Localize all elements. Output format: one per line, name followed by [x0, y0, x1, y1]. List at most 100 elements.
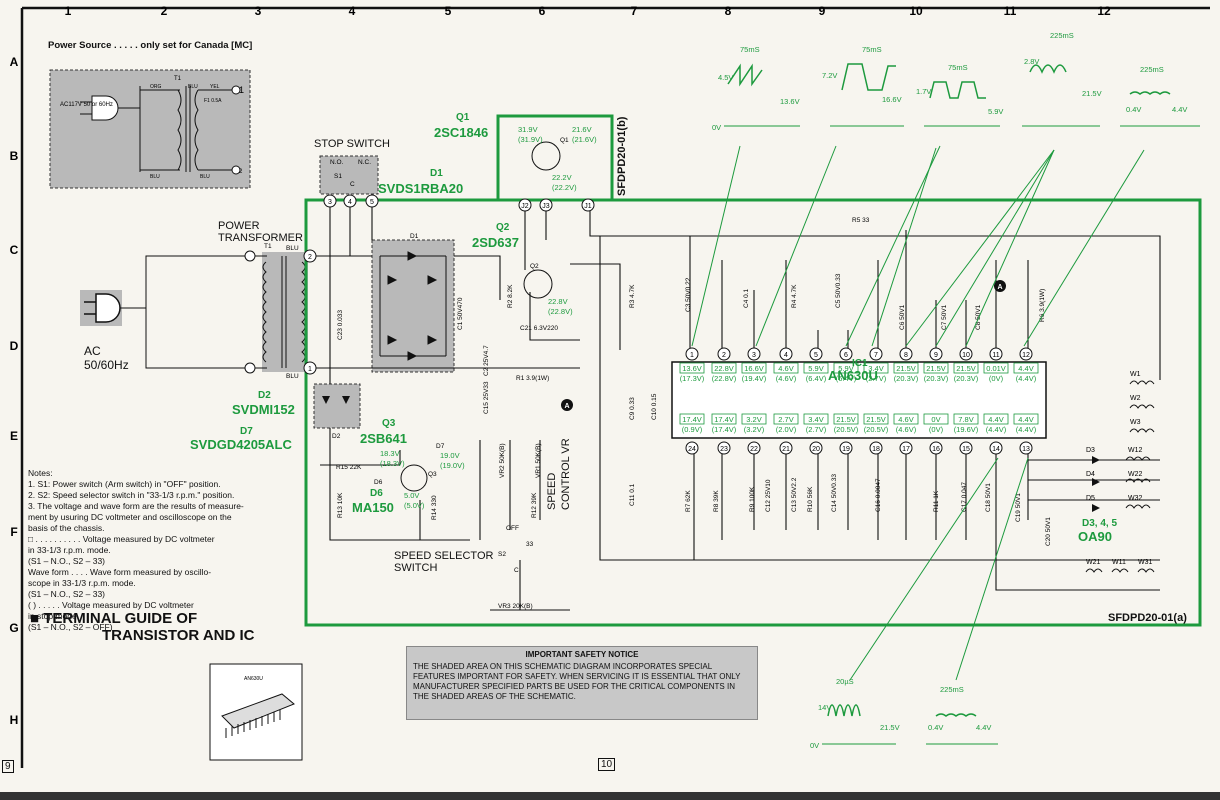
ic-pin: [899, 441, 913, 455]
svg-text:C17 0.047: C17 0.047: [961, 482, 968, 512]
svg-text:D6: D6: [374, 479, 383, 486]
svg-text:33: 33: [526, 541, 534, 548]
pin-voltage-stop: (2.0V): [776, 425, 797, 434]
node-a-marker: [561, 399, 573, 411]
voltage-box: [773, 362, 799, 374]
svg-text:75mS: 75mS: [740, 45, 760, 54]
waveform-labels: 75mS 4.5V 13.6V 0V 75mS 7.2V 16.6V 75mS …: [712, 31, 1187, 750]
ic-pin-number: 3: [752, 352, 756, 359]
transformer-label-1: POWER: [218, 220, 260, 232]
pin-voltage: 4.4V: [1018, 364, 1033, 373]
svg-text:N.O.: N.O.: [330, 159, 344, 166]
ic-pin-number: 10: [962, 352, 970, 359]
q1-ref: Q1: [456, 112, 470, 123]
svg-text:W22: W22: [1128, 471, 1143, 478]
svg-text:W2: W2: [1130, 395, 1141, 402]
ic-pin-number: 6: [844, 352, 848, 359]
ic-pin-number: 13: [1022, 446, 1030, 453]
svg-text:R3 4.7K: R3 4.7K: [629, 284, 636, 308]
svg-text:5.0V: 5.0V: [404, 491, 419, 500]
speed-selector-label-1: SPEED SELECTOR: [394, 550, 494, 562]
ic-pin: [717, 347, 731, 361]
power-transformer: [244, 250, 308, 374]
q1-part: 2SC1846: [434, 125, 489, 140]
svg-text:18.3V: 18.3V: [380, 449, 400, 458]
svg-text:BLU: BLU: [200, 174, 210, 180]
ic-pin: [1019, 441, 1033, 455]
svg-text:YEL: YEL: [210, 84, 220, 90]
ic-pin: [685, 441, 699, 455]
svg-text:R4 4.7K: R4 4.7K: [791, 284, 798, 308]
svg-text:W32: W32: [1128, 495, 1143, 502]
column-label: 1: [65, 4, 72, 18]
ic-pin: [929, 347, 943, 361]
board-a-label: SFDPD20-01(a): [1108, 612, 1187, 624]
pin-voltage: 16.6V: [744, 364, 764, 373]
pin-voltage-stop: (17.3V): [680, 374, 705, 383]
terminal-guide-line-2: TRANSISTOR AND IC: [102, 627, 255, 644]
svg-text:C7 50V1: C7 50V1: [941, 304, 948, 330]
voltage-box: [833, 413, 859, 425]
d345-part: OA90: [1078, 529, 1112, 544]
svg-text:C4 0.1: C4 0.1: [743, 288, 750, 308]
ic-pin: [747, 441, 761, 455]
ic-pin-number: 22: [750, 446, 758, 453]
row-label: A: [10, 55, 19, 69]
ic-pin-number: 14: [992, 446, 1000, 453]
voltage-box: [741, 413, 767, 425]
q3-ref: Q3: [382, 418, 396, 429]
terminal-labels: J2 J3 J1 3 4 5 2 1: [308, 199, 592, 373]
voltage-box: [893, 362, 919, 374]
pin-voltage: 3.4V: [868, 364, 883, 373]
safety-notice: IMPORTANT SAFETY NOTICE THE SHADED AREA …: [406, 646, 758, 720]
voltage-box: [863, 413, 889, 425]
pin-voltage-stop: (20.3V): [924, 374, 949, 383]
svg-text:4.5V: 4.5V: [718, 73, 733, 82]
pin-voltage-stop: (2.7V): [866, 374, 887, 383]
q3-part: 2SB641: [360, 431, 407, 446]
column-label: 3: [255, 4, 262, 18]
svg-text:(22.2V): (22.2V): [552, 183, 577, 192]
terminal-guide-line-1: TERMINAL GUIDE OF: [43, 610, 198, 627]
svg-text:BLU: BLU: [286, 245, 299, 252]
svg-text:BLU: BLU: [188, 84, 198, 90]
voltage-box: [923, 413, 949, 425]
d7-part: SVDGD4205ALC: [190, 437, 292, 452]
svg-text:4: 4: [348, 199, 352, 206]
notes-line: (S1 – N.O., S2 – 33): [28, 589, 106, 599]
svg-text:4.4V: 4.4V: [1172, 105, 1187, 114]
svg-text:C21 6.3V220: C21 6.3V220: [520, 325, 558, 332]
svg-text:R6 3.9(1W): R6 3.9(1W): [1039, 289, 1046, 322]
pin-voltage-stop: (4.4V): [986, 425, 1007, 434]
pin-voltage: 0V: [931, 415, 940, 424]
voltage-box: [679, 413, 705, 425]
svg-text:D1: D1: [410, 233, 419, 240]
ic-pin-number: 7: [874, 352, 878, 359]
ac-frequency-label: 50/60Hz: [84, 358, 129, 372]
ic-pin: [779, 347, 793, 361]
node-a-label: A: [564, 403, 569, 410]
pin-voltage: 21.5V: [836, 415, 856, 424]
terminal-guide-heading: ■ TERMINAL GUIDE OF TRANSISTOR AND IC: [30, 610, 255, 644]
pin-voltage: 4.4V: [988, 415, 1003, 424]
pin-voltage: 17.4V: [714, 415, 734, 424]
node-a-label: A: [997, 284, 1002, 291]
safety-notice-title: IMPORTANT SAFETY NOTICE: [525, 650, 639, 659]
pin-voltage-stop: (4.6V): [896, 425, 917, 434]
svg-text:J1: J1: [584, 203, 592, 210]
ic-pin: [809, 441, 823, 455]
svg-text:W1: W1: [1130, 371, 1141, 378]
pin-voltage: 2.7V: [778, 415, 793, 424]
svg-text:(19.0V): (19.0V): [440, 461, 465, 470]
d6-ref: D6: [370, 488, 383, 499]
svg-text:ORG: ORG: [150, 84, 162, 90]
d6-part: MA150: [352, 500, 394, 515]
svg-text:225mS: 225mS: [1050, 31, 1074, 40]
svg-text:C6 50V1: C6 50V1: [899, 304, 906, 330]
svg-text:(31.9V): (31.9V): [518, 135, 543, 144]
svg-text:C23 0.033: C23 0.033: [337, 310, 344, 340]
pin-voltage: 4.6V: [778, 364, 793, 373]
svg-text:R10 56K: R10 56K: [807, 486, 814, 512]
svg-text:75mS: 75mS: [948, 63, 968, 72]
voltage-box: [893, 413, 919, 425]
